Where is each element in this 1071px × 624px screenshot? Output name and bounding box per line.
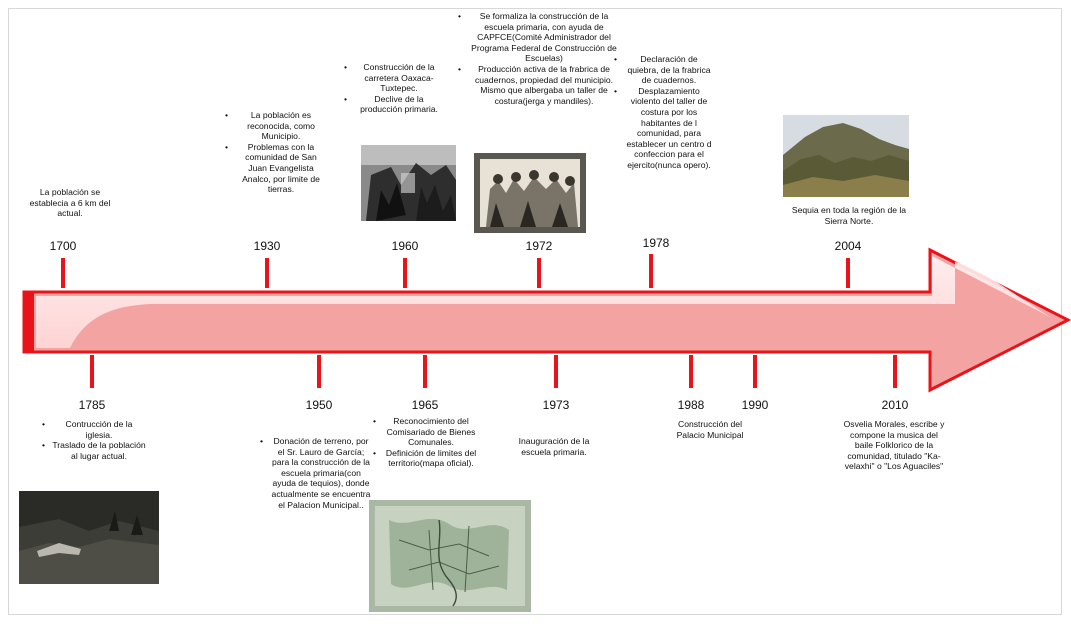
tick-1950	[317, 355, 321, 388]
year-2004: 2004	[834, 239, 862, 253]
note-1930-item: La población es reconocida, como Municip…	[225, 110, 327, 142]
year-1973: 1973	[542, 398, 570, 412]
note-1973: Inauguración de la escuela primaria.	[518, 436, 590, 457]
tick-1700	[61, 258, 65, 288]
note-1700: La población se establecia a 6 km del ac…	[29, 187, 111, 219]
year-1700: 1700	[49, 239, 77, 253]
note-2010: Osvelia Morales, escribe y compone la mu…	[843, 419, 945, 472]
photo-1972-group	[474, 153, 586, 233]
note-1972-item: Producción activa de la frabrica de cuad…	[458, 64, 620, 106]
tick-1978	[649, 254, 653, 288]
tick-1785	[90, 355, 94, 388]
year-1972: 1972	[525, 239, 553, 253]
note-1965-item: Reconocimiento del Comisariado de Bienes…	[373, 416, 479, 448]
tick-1965	[423, 355, 427, 388]
year-1988: 1988	[677, 398, 705, 412]
note-1978-item: Declaración de quiebra, de la frabrica d…	[614, 54, 714, 86]
tick-1990	[753, 355, 757, 388]
slide-frame	[8, 8, 1062, 615]
arrow-highlight	[36, 256, 1052, 348]
note-2004: Sequia en toda la región de la Sierra No…	[791, 205, 907, 226]
arrow-body	[22, 247, 1071, 393]
year-1965: 1965	[411, 398, 439, 412]
tick-2004	[846, 258, 850, 288]
year-1990: 1990	[741, 398, 769, 412]
photo-1785-church	[19, 491, 159, 584]
photo-1965-map	[369, 500, 531, 612]
tick-1973	[554, 355, 558, 388]
note-1965-item: Definición de limites del territorio(map…	[373, 448, 479, 469]
arrow-tail-cap	[24, 292, 34, 352]
note-1950-item: Donación de terreno, por el Sr. Lauro de…	[260, 436, 372, 510]
note-1960: Construcción de la carretera Oaxaca-Tuxt…	[344, 62, 444, 115]
note-1785-item: Contrucción de la iglesia.	[42, 419, 146, 440]
note-1978-item: Desplazamiento violento del taller de co…	[614, 86, 714, 171]
tick-1972	[537, 258, 541, 288]
photo-1960-building	[361, 145, 456, 221]
note-1978: Declaración de quiebra, de la frabrica d…	[614, 54, 714, 171]
year-2010: 2010	[881, 398, 909, 412]
tick-1960	[403, 258, 407, 288]
year-1950: 1950	[305, 398, 333, 412]
year-1930: 1930	[253, 239, 281, 253]
note-1785-item: Traslado de la población al lugar actual…	[42, 440, 146, 461]
note-1972-item: Se formaliza la construcción de la escue…	[458, 11, 620, 64]
note-1960-item: Declive de la producción primaria.	[344, 94, 444, 115]
note-1965: Reconocimiento del Comisariado de Bienes…	[373, 416, 479, 469]
tick-1988	[689, 355, 693, 388]
year-1785: 1785	[78, 398, 106, 412]
tick-1930	[265, 258, 269, 288]
note-1988: Construcción del Palacio Municipal	[676, 419, 744, 440]
note-1950: Donación de terreno, por el Sr. Lauro de…	[260, 436, 372, 510]
note-1785: Contrucción de la iglesia. Traslado de l…	[42, 419, 146, 461]
year-1978: 1978	[642, 236, 670, 250]
tick-2010	[893, 355, 897, 388]
note-1960-item: Construcción de la carretera Oaxaca-Tuxt…	[344, 62, 444, 94]
photo-2004-mountains	[783, 115, 909, 197]
note-1930-item: Problemas con la comunidad de San Juan E…	[225, 142, 327, 195]
note-1930: La población es reconocida, como Municip…	[225, 110, 327, 195]
year-1960: 1960	[391, 239, 419, 253]
note-1972: Se formaliza la construcción de la escue…	[458, 11, 620, 106]
